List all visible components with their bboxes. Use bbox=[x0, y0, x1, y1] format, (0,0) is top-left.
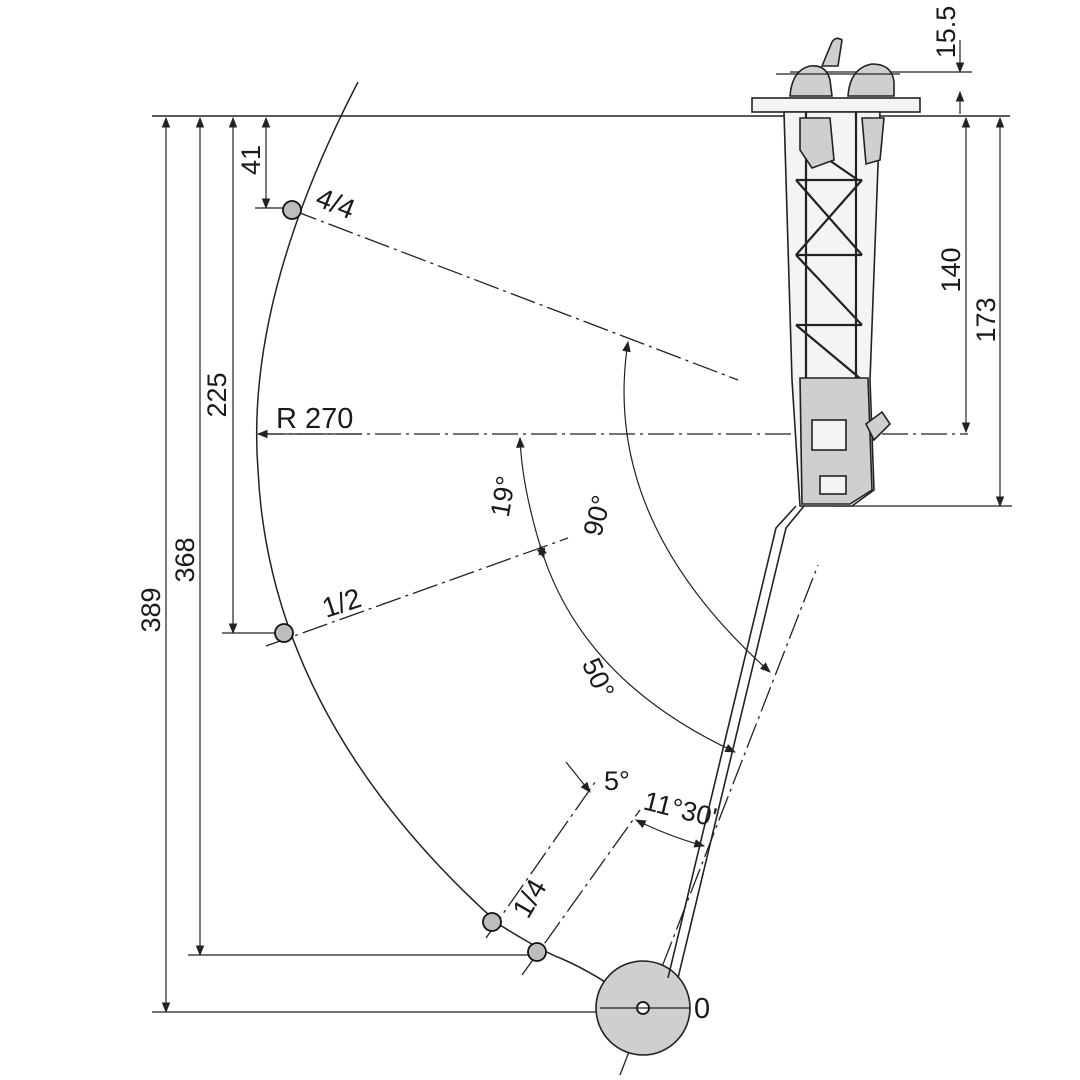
float-position-half: 1/2 bbox=[274, 582, 365, 643]
dimension-173: 173 bbox=[835, 116, 1012, 508]
float-empty: 0 bbox=[595, 960, 710, 1056]
position-quarter-label: 1/4 bbox=[506, 874, 552, 923]
float-position-quarter-a bbox=[482, 912, 502, 932]
angle-arc-19: 19° bbox=[485, 436, 546, 560]
float-position-quarter-b: 1/4 bbox=[506, 874, 553, 962]
dimension-15-5-label: 15.5 bbox=[931, 6, 961, 59]
position-line-half bbox=[265, 537, 569, 647]
dimension-368: 368 bbox=[170, 116, 545, 957]
dimension-140-label: 140 bbox=[936, 247, 966, 292]
float-position-full: 4/4 bbox=[282, 182, 360, 225]
dimension-389-label: 389 bbox=[136, 587, 166, 632]
float-arm bbox=[667, 505, 805, 979]
dimension-225: 225 bbox=[202, 116, 290, 635]
float-travel-arc bbox=[255, 81, 646, 1011]
dimension-41: 41 bbox=[236, 116, 296, 210]
angle-50-label: 50° bbox=[576, 653, 620, 703]
angle-arc-90: 90° bbox=[578, 340, 771, 673]
angle-90-label: 90° bbox=[578, 492, 618, 539]
sender-housing bbox=[751, 37, 921, 507]
dimension-140: 140 bbox=[936, 116, 971, 434]
position-zero-label: 0 bbox=[694, 993, 710, 1025]
position-line-full bbox=[291, 209, 739, 381]
dimension-41-label: 41 bbox=[236, 145, 266, 175]
dimension-173-label: 173 bbox=[971, 297, 1001, 342]
angle-19-label: 19° bbox=[485, 474, 522, 519]
dimension-389: 389 bbox=[136, 116, 640, 1014]
dimension-368-label: 368 bbox=[170, 537, 200, 582]
angle-5-label: 5° bbox=[604, 766, 630, 796]
position-line-quarter-a bbox=[485, 777, 599, 939]
angle-arc-50: 50° bbox=[538, 543, 736, 753]
dimension-225-label: 225 bbox=[202, 372, 232, 417]
radius-label: R 270 bbox=[276, 403, 353, 435]
position-full-label: 4/4 bbox=[312, 182, 360, 225]
angle-arc-5: 5° bbox=[565, 761, 630, 796]
position-half-label: 1/2 bbox=[318, 582, 365, 624]
